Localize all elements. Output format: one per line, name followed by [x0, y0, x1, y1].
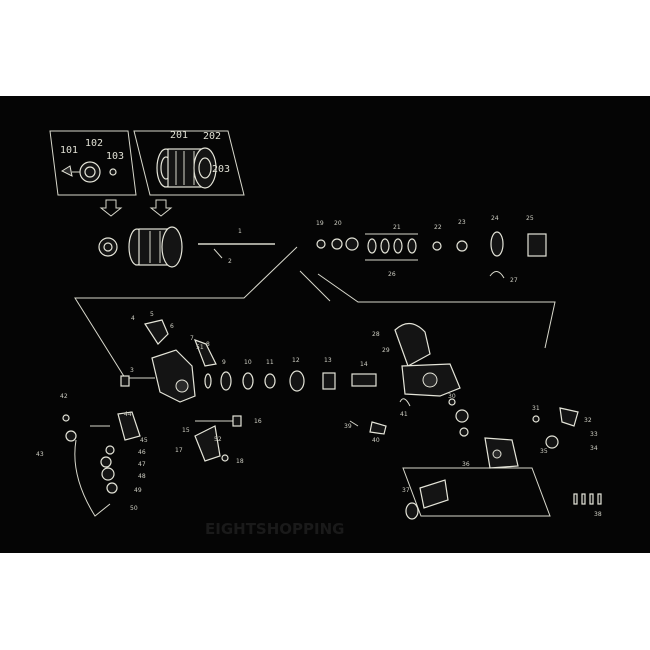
- callout: 42: [60, 393, 68, 400]
- callout: 40: [372, 437, 380, 444]
- callout: 19: [316, 220, 324, 227]
- callout: 31: [532, 405, 540, 412]
- callout: 45: [140, 437, 148, 444]
- callout-201: 201: [170, 130, 188, 141]
- watermark-text: EIGHTSHOPPING: [205, 520, 344, 538]
- callout: 23: [458, 219, 466, 226]
- callout: 11: [266, 359, 274, 366]
- callout: 46: [138, 449, 146, 456]
- spool-inset-a: [49, 130, 137, 196]
- callout: 24: [491, 215, 499, 222]
- callout: 52: [214, 436, 222, 443]
- main-rotor-assembly: [120, 319, 377, 462]
- callout-202: 202: [203, 131, 221, 142]
- callout: 13: [324, 357, 332, 364]
- callout: 29: [382, 347, 390, 354]
- callout: 39: [344, 423, 352, 430]
- callout: 30: [448, 393, 456, 400]
- callout: 12: [292, 357, 300, 364]
- spool-assembly: [98, 226, 275, 268]
- callout: 35: [540, 448, 548, 455]
- callout: 27: [510, 277, 518, 284]
- callout: 16: [254, 418, 262, 425]
- callout-102: 102: [85, 138, 103, 149]
- callout: 17: [175, 447, 183, 454]
- callout: 43: [36, 451, 44, 458]
- exploded-diagram-panel: 101 102 103 201 202 203: [0, 96, 650, 553]
- arrow-down-icon: [99, 199, 123, 217]
- callout: 8: [206, 341, 210, 348]
- left-handle: [62, 411, 141, 517]
- callout: 33: [590, 431, 598, 438]
- callout: 37: [402, 487, 410, 494]
- callout: 21: [393, 224, 401, 231]
- callout: 20: [334, 220, 342, 227]
- callout: 38: [594, 511, 602, 518]
- callout: 5: [150, 311, 154, 318]
- callout: 14: [360, 361, 368, 368]
- spool-inset-b: [133, 130, 245, 196]
- arrow-down-icon: [149, 199, 173, 217]
- callout: 6: [170, 323, 174, 330]
- callout: 25: [526, 215, 534, 222]
- callout: 41: [400, 411, 408, 418]
- callout: 2: [228, 258, 232, 265]
- callout: 28: [372, 331, 380, 338]
- callout: 49: [134, 487, 142, 494]
- callout: 3: [130, 367, 134, 374]
- callout: 34: [590, 445, 598, 452]
- callout: 7: [190, 335, 194, 342]
- callout: 15: [182, 427, 190, 434]
- side-cover: [402, 437, 602, 520]
- callout: 51: [196, 344, 204, 351]
- callout: 9: [222, 359, 226, 366]
- small-callouts: 1 2 3 4 5 6 7 8 9 10 11 12 13 14 15 16 1…: [36, 215, 602, 518]
- callout-203: 203: [212, 164, 230, 175]
- callout: 22: [434, 224, 442, 231]
- reel-body: [394, 322, 469, 437]
- callout: 47: [138, 461, 146, 468]
- callout: 1: [238, 228, 242, 235]
- callout-101: 101: [60, 145, 78, 156]
- callout: 44: [124, 411, 132, 418]
- callout: 50: [130, 505, 138, 512]
- callout-103: 103: [106, 151, 124, 162]
- callout: 36: [462, 461, 470, 468]
- callout: 4: [131, 315, 135, 322]
- callout: 18: [236, 458, 244, 465]
- callout: 26: [388, 271, 396, 278]
- callout: 32: [584, 417, 592, 424]
- callout: 10: [244, 359, 252, 366]
- exploded-parts-diagram: 101 102 103 201 202 203: [36, 130, 602, 538]
- callout: 48: [138, 473, 146, 480]
- drive-parts-row: [316, 231, 547, 279]
- small-parts: [349, 407, 579, 449]
